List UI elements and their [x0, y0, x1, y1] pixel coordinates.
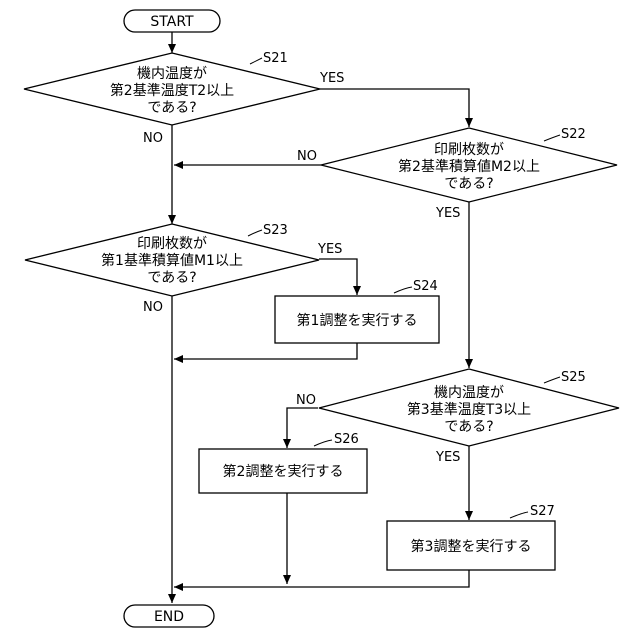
process-s27: 第3調整を実行する S27	[387, 504, 555, 570]
s21-no-label: NO	[143, 131, 163, 146]
s25-leader	[544, 377, 560, 383]
start-label: START	[150, 14, 194, 30]
s21-line-1: 機内温度が	[137, 66, 207, 82]
s22-no-label: NO	[297, 149, 317, 164]
s21-line-2: 第2基準温度T2以上	[110, 82, 234, 99]
s21-yes-label: YES	[319, 71, 344, 86]
s21-leader	[250, 58, 262, 64]
s23-line-2: 第1基準積算値M1以上	[101, 252, 243, 269]
s23-step-id: S23	[263, 223, 288, 238]
decision-s22: 印刷枚数が 第2基準積算値M2以上 である? S22 NO YES	[297, 127, 617, 221]
decision-s21: 機内温度が 第2基準温度T2以上 である? S21 YES NO	[24, 51, 344, 146]
s24-label: 第1調整を実行する	[297, 312, 418, 329]
s23-line-1: 印刷枚数が	[137, 236, 207, 252]
s27-label: 第3調整を実行する	[411, 538, 532, 555]
s21-step-id: S21	[263, 51, 288, 66]
s26-step-id: S26	[334, 432, 359, 447]
edge-s25-no-to-s26	[287, 408, 318, 448]
s25-line-1: 機内温度が	[434, 385, 504, 401]
s27-leader	[510, 512, 528, 518]
s27-step-id: S27	[530, 504, 555, 519]
s22-line-1: 印刷枚数が	[434, 142, 504, 158]
s22-yes-label: YES	[435, 206, 460, 221]
process-s26: 第2調整を実行する S26	[199, 432, 367, 493]
edge-s24-to-trunk	[174, 343, 357, 359]
s24-leader	[394, 287, 412, 293]
edge-s27-to-trunk	[174, 570, 469, 587]
s23-leader	[248, 230, 262, 236]
s25-step-id: S25	[561, 370, 586, 385]
s23-no-label: NO	[143, 300, 163, 315]
end-label: END	[154, 609, 184, 625]
s21-line-3: である?	[147, 100, 196, 116]
s23-yes-label: YES	[317, 242, 342, 257]
start-terminal: START	[124, 10, 220, 32]
end-terminal: END	[124, 605, 214, 627]
edge-s23-yes-to-s24	[319, 259, 357, 295]
s26-label: 第2調整を実行する	[223, 463, 344, 480]
s25-line-3: である?	[444, 419, 493, 435]
s22-line-3: である?	[444, 176, 493, 192]
s26-leader	[314, 440, 332, 446]
s25-yes-label: YES	[435, 450, 460, 465]
edge-s21-yes-to-s22	[320, 89, 469, 127]
s25-line-2: 第3基準温度T3以上	[407, 401, 531, 418]
s22-leader	[544, 135, 560, 141]
s22-line-2: 第2基準積算値M2以上	[398, 158, 540, 175]
s22-step-id: S22	[561, 127, 586, 142]
s23-line-3: である?	[147, 270, 196, 286]
s25-no-label: NO	[296, 393, 316, 408]
s24-step-id: S24	[413, 279, 438, 294]
